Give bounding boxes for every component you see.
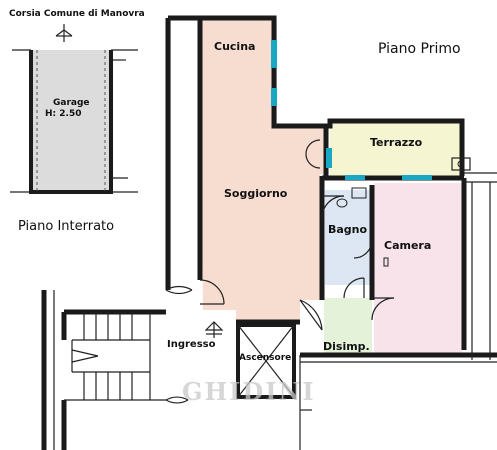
cucina-label: Cucina: [214, 40, 255, 53]
ascensore-label: Ascensore: [239, 353, 291, 363]
garage-label: Garage: [53, 98, 90, 108]
bagno-label: Bagno: [328, 223, 368, 236]
camera-label: Camera: [384, 239, 431, 252]
doors: [165, 139, 395, 404]
main-plan: Piano Primo: [41, 15, 497, 450]
disimp-label: Disimp.: [323, 340, 370, 353]
stairwell: [41, 290, 224, 450]
bagno-room: [325, 190, 372, 285]
garage-floor: [31, 50, 111, 192]
garage-floor-label: Piano Interrato: [18, 219, 114, 234]
soggiorno-room: [200, 20, 326, 322]
soggiorno-label: Soggiorno: [224, 187, 288, 200]
disimp-room: [324, 298, 372, 353]
garage-corridor-label: Corsia Comune di Manovra: [9, 9, 145, 19]
terrazzo-label: Terrazzo: [370, 136, 423, 149]
garage-plan: Corsia Comune di Manovra Garage H: 2.50 …: [9, 9, 145, 234]
cucina-window: [271, 40, 277, 68]
main-exterior-wall: [168, 15, 465, 176]
camera-room: [374, 183, 462, 353]
bagno-fixture-icon: [351, 187, 367, 199]
ingresso-arrow-icon: [204, 321, 224, 338]
garage-height-label: H: 2.50: [45, 109, 81, 119]
terrazzo-fixture-icon: [451, 157, 471, 171]
ingresso-label: Ingresso: [167, 339, 216, 350]
ascensore-shaft: [236, 323, 296, 399]
watermark: GHIDINI: [182, 377, 316, 406]
main-floor-label: Piano Primo: [378, 41, 461, 57]
camera-window: [402, 175, 432, 180]
garage-walls: [29, 50, 113, 194]
terrazzo-room: [330, 123, 460, 176]
stair-treads: [71, 312, 150, 400]
terrazzo-window: [326, 148, 332, 168]
garage-entrance-arrow-icon: [55, 24, 73, 42]
